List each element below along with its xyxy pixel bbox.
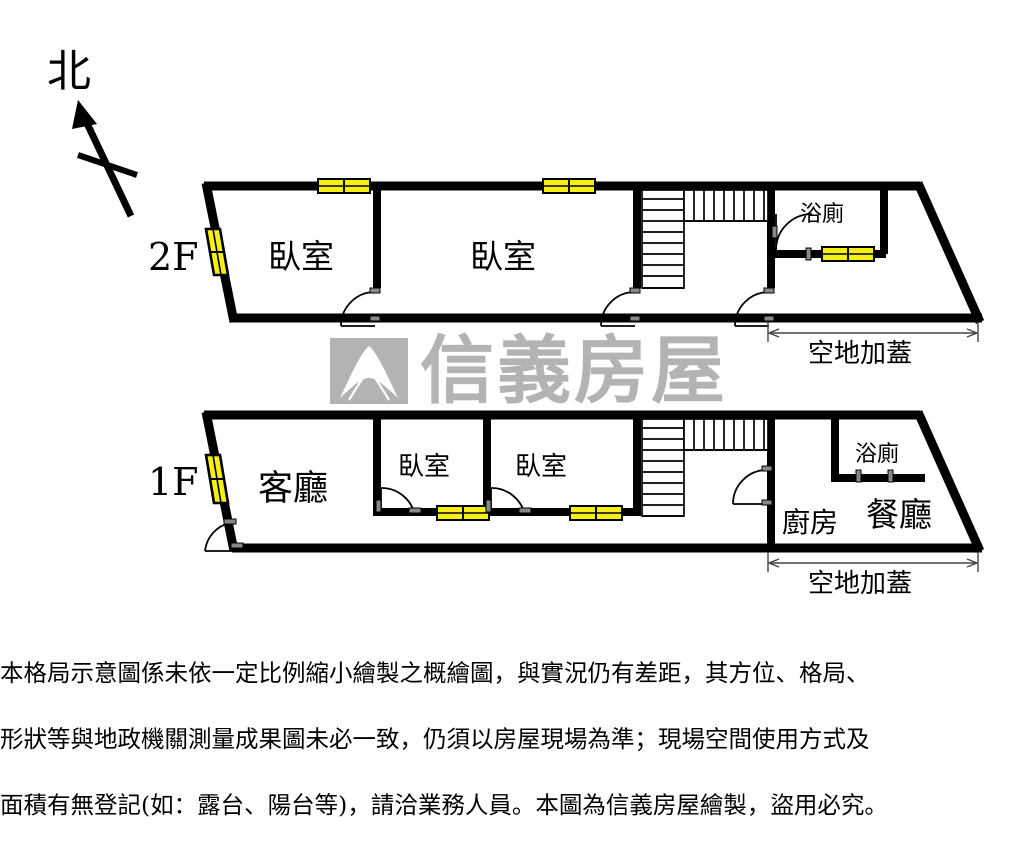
staircase-2f bbox=[641, 189, 769, 289]
doors-1f bbox=[204, 465, 894, 552]
room-label-bedroom1-2f: 臥室 bbox=[268, 237, 334, 276]
window-bedroom2-1f bbox=[569, 505, 623, 521]
room-label-bathroom-1f: 浴廁 bbox=[855, 442, 899, 467]
room-label-bathroom-2f: 浴廁 bbox=[800, 202, 844, 227]
staircase-1f bbox=[641, 418, 769, 517]
disclaimer-text: 本格局示意圖係未依一定比例縮小繪製之概繪圖，與實況仍有差距，其方位、格局、 形狀… bbox=[0, 624, 1024, 855]
watermark-logo: 信義房屋 bbox=[330, 328, 728, 414]
window-bathroom-2f bbox=[821, 246, 875, 262]
windows-1f bbox=[204, 453, 623, 521]
room-label-bedroom1-1f: 臥室 bbox=[398, 452, 450, 482]
interior-walls-1f bbox=[373, 415, 925, 548]
dimension-2f bbox=[767, 322, 979, 342]
floor-plan-drawing: 信義房屋 北 2F bbox=[47, 46, 985, 599]
room-label-dining-room-1f: 餐廳 bbox=[866, 495, 932, 534]
window-bedroom1-2f bbox=[317, 178, 371, 194]
disclaimer-line-3: 面積有無登記(如：露台、陽台等)，請洽業務人員。本圖為信義房屋繪製，盜用必究。 bbox=[0, 791, 888, 819]
window-left-wall-2f bbox=[204, 227, 230, 277]
room-label-bedroom2-1f: 臥室 bbox=[515, 452, 567, 482]
floor-label-1f: 1F bbox=[148, 460, 199, 504]
floor-label-2f: 2F bbox=[148, 235, 199, 279]
dimension-1f bbox=[767, 552, 979, 572]
room-label-living-room-1f: 客廳 bbox=[258, 469, 328, 509]
room-label-kitchen-1f: 廚房 bbox=[782, 506, 838, 539]
window-bedroom2-2f bbox=[542, 178, 596, 194]
doors-2f bbox=[340, 213, 813, 327]
disclaimer-line-2: 形狀等與地政機關測量成果圖未必一致，仍須以房屋現場為準；現場空間使用方式及 bbox=[0, 725, 870, 753]
floor-plan-canvas: 信義房屋 北 2F bbox=[0, 46, 985, 819]
window-left-wall-1f bbox=[204, 453, 230, 505]
floor-plan-2f: 2F bbox=[148, 178, 985, 369]
disclaimer-line-1: 本格局示意圖係未依一定比例縮小繪製之概繪圖，與實況仍有差距，其方位、格局、 bbox=[0, 659, 870, 687]
north-label: 北 bbox=[47, 46, 91, 97]
compass-north: 北 bbox=[47, 46, 138, 218]
dimension-label-2f: 空地加蓋 bbox=[808, 339, 912, 369]
watermark-text: 信義房屋 bbox=[420, 328, 728, 414]
windows-2f bbox=[204, 178, 875, 277]
floor-plan-1f: 1F bbox=[148, 410, 985, 599]
window-bedroom1-1f bbox=[436, 505, 490, 521]
dimension-label-1f: 空地加蓋 bbox=[808, 569, 912, 599]
outer-walls-1f bbox=[201, 410, 985, 553]
room-label-bedroom2-2f: 臥室 bbox=[470, 237, 536, 276]
